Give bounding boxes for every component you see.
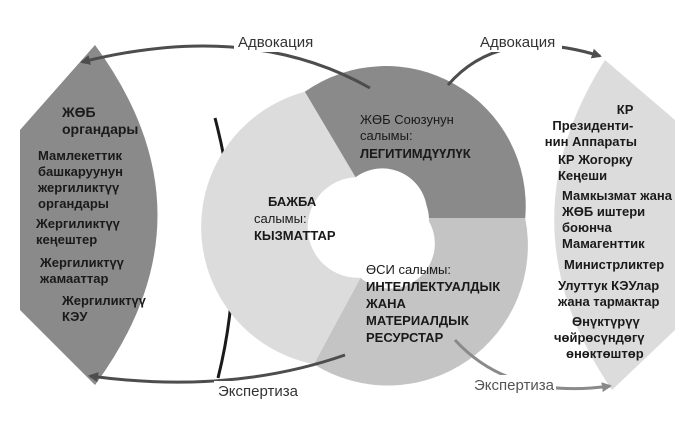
left-item: Жергиликтүү кеңештер <box>35 216 124 247</box>
segment-bottom-label: ӨСИ салымы: ИНТЕЛЛЕКТУАЛДЫК ЖАНА МАТЕРИА… <box>365 262 504 345</box>
left-item: Жергиликтүү жамааттар <box>39 255 128 286</box>
segment-left: БАЖБА салымы: КЫЗМАТТАР <box>254 194 336 243</box>
right-item: Мамкызмат жана ЖӨБ иштери боюнча Мамаген… <box>561 188 676 251</box>
right-panel: КР Президенти- нин Аппараты КР Жогорку К… <box>545 102 676 361</box>
expertise-right-label: Экспертиза <box>474 377 555 394</box>
right-item: КР Президенти- нин Аппараты <box>545 102 637 149</box>
right-panel-shape <box>554 60 675 390</box>
segment-left-shape <box>201 91 361 365</box>
segment-top-shape <box>304 66 526 219</box>
expertise-left-label: Экспертиза <box>218 383 299 400</box>
left-item: Мамлекеттик башкаруунун жергиликтүү орга… <box>37 148 127 211</box>
segment-top: ЖӨБ Союзунун салымы: ЛЕГИТИМДҮҮЛҮК <box>360 112 471 161</box>
segment-top-label: ЖӨБ Союзунун салымы: ЛЕГИТИМДҮҮЛҮК <box>360 112 471 161</box>
segment-bottom-shape <box>313 218 528 386</box>
left-panel: ЖӨБ органдары Мамлекеттик башкаруунун же… <box>35 104 150 324</box>
left-panel-shape <box>20 45 158 385</box>
left-item: ЖӨБ органдары <box>61 104 138 137</box>
advocacy-right-label: Адвокация <box>480 34 555 51</box>
left-item: Жергиликтүү КЭУ <box>61 293 150 324</box>
right-item: Улуттук КЭУлар жана тармактар <box>557 278 663 309</box>
center-hole <box>341 176 429 264</box>
advocacy-left-label: Адвокация <box>238 34 313 51</box>
expertise-left-arrow <box>88 353 346 384</box>
segment-left-label: БАЖБА салымы: КЫЗМАТТАР <box>254 194 336 243</box>
right-item: Министрликтер <box>564 257 664 272</box>
right-item: Өнүктүрүү чөйрөсүндөгү өнөктөштөр <box>554 314 648 361</box>
segment-bottom: ӨСИ салымы: ИНТЕЛЛЕКТУАЛДЫК ЖАНА МАТЕРИА… <box>365 262 504 345</box>
right-item: КР Жогорку Кеңеши <box>558 152 636 183</box>
